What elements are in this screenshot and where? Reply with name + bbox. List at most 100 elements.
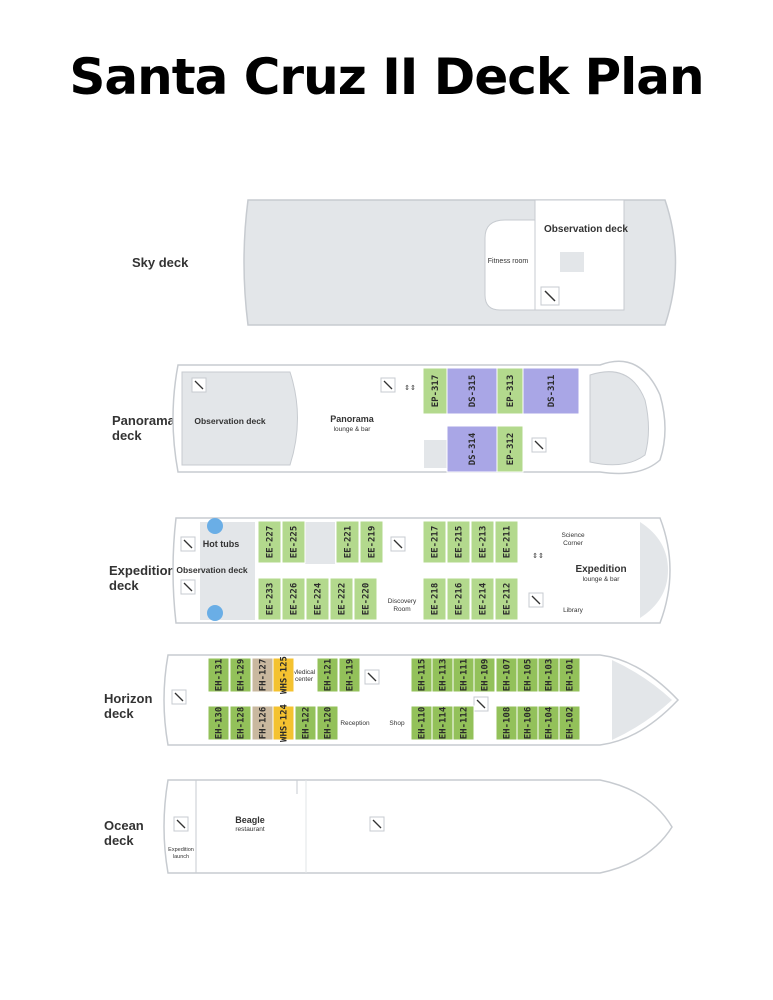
- cabin-eh-103[interactable]: EH-103: [537, 657, 560, 693]
- cabin-eh-108[interactable]: EH-108: [495, 705, 518, 741]
- cabin-eh-110[interactable]: EH-110: [410, 705, 433, 741]
- cabin-ee-225[interactable]: EE-225: [281, 520, 306, 564]
- cabin-eh-129[interactable]: EH-129: [229, 657, 252, 693]
- cabin-eh-107[interactable]: EH-107: [495, 657, 518, 693]
- expedition-observation-label: Observation deck: [176, 565, 248, 575]
- panorama-bow-area: [589, 371, 649, 466]
- cabin-eh-115[interactable]: EH-115: [410, 657, 433, 693]
- cabin-number: EH-109: [481, 659, 491, 692]
- cabin-ee-213[interactable]: EE-213: [470, 520, 495, 564]
- cabin-ds-314[interactable]: DS-314: [446, 425, 498, 473]
- science-corner-label-2: Corner: [563, 540, 584, 547]
- cabin-eh-121[interactable]: EH-121: [316, 657, 339, 693]
- cabin-ee-215[interactable]: EE-215: [446, 520, 471, 564]
- stairs-icon: [540, 286, 560, 306]
- cabin-eh-113[interactable]: EH-113: [431, 657, 454, 693]
- cabin-ee-216[interactable]: EE-216: [446, 577, 471, 621]
- cabin-ee-224[interactable]: EE-224: [305, 577, 330, 621]
- beagle-title: Beagle: [235, 815, 265, 825]
- cabin-ee-211[interactable]: EE-211: [494, 520, 519, 564]
- cabin-number: EH-106: [524, 707, 534, 740]
- cabin-eh-104[interactable]: EH-104: [537, 705, 560, 741]
- cabin-ee-212[interactable]: EE-212: [494, 577, 519, 621]
- cabin-number: EE-212: [503, 583, 513, 616]
- cabin-box: [496, 425, 524, 473]
- cabin-number: EP-317: [431, 375, 441, 408]
- cabin-eh-128[interactable]: EH-128: [229, 705, 252, 741]
- cabin-box: [316, 657, 339, 693]
- cabin-number: FH-126: [259, 707, 269, 740]
- cabin-eh-120[interactable]: EH-120: [316, 705, 339, 741]
- cabin-eh-122[interactable]: EH-122: [294, 705, 317, 741]
- cabin-number: WHS-124: [280, 703, 290, 742]
- deck-name-horizon: Horizon deck: [104, 691, 153, 721]
- cabin-eh-119[interactable]: EH-119: [338, 657, 361, 693]
- stairs-icon: [473, 696, 489, 712]
- cabin-eh-114[interactable]: EH-114: [431, 705, 454, 741]
- stairs-icon: [191, 377, 207, 393]
- panorama-lounge-title: Panorama: [330, 414, 375, 424]
- stairs-icon: [528, 592, 544, 608]
- cabin-box: [207, 705, 230, 741]
- cabin-box: [494, 520, 519, 564]
- cabin-box: [272, 705, 295, 741]
- cabin-ds-311[interactable]: DS-311: [522, 367, 580, 415]
- expedition-aft-area[interactable]: [200, 522, 255, 620]
- cabin-box: [353, 577, 378, 621]
- cabin-number: EH-120: [324, 707, 334, 740]
- cabin-number: WHS-125: [280, 656, 290, 694]
- cabin-number: EH-129: [237, 659, 247, 692]
- cabin-ep-317[interactable]: EP-317: [422, 367, 448, 415]
- cabin-number: EH-114: [439, 706, 449, 739]
- cabin-box: [316, 705, 339, 741]
- cabin-box: [257, 577, 282, 621]
- cabin-number: EH-112: [460, 707, 470, 740]
- cabin-box: [229, 657, 252, 693]
- cabin-number: EE-224: [314, 582, 324, 615]
- stairs-icon: [171, 689, 187, 705]
- cabin-ee-220[interactable]: EE-220: [353, 577, 378, 621]
- cabin-ee-222[interactable]: EE-222: [329, 577, 354, 621]
- cabin-ee-221[interactable]: EE-221: [335, 520, 360, 564]
- cabin-ee-217[interactable]: EE-217: [422, 520, 447, 564]
- cabin-ee-226[interactable]: EE-226: [281, 577, 306, 621]
- cabin-fh-127[interactable]: FH-127: [251, 657, 274, 693]
- cabin-ee-227[interactable]: EE-227: [257, 520, 282, 564]
- cabin-number: DS-315: [468, 375, 478, 408]
- cabin-ds-315[interactable]: DS-315: [446, 367, 498, 415]
- elevator-icon: ⇕⇕: [404, 384, 416, 392]
- cabin-eh-112[interactable]: EH-112: [452, 705, 475, 741]
- panorama-observation-area[interactable]: [181, 371, 298, 466]
- cabin-eh-130[interactable]: EH-130: [207, 705, 230, 741]
- cabin-box: [272, 657, 295, 693]
- cabin-ee-233[interactable]: EE-233: [257, 577, 282, 621]
- cabin-ep-312[interactable]: EP-312: [496, 425, 524, 473]
- cabin-number: EP-312: [506, 433, 516, 466]
- cabin-box: [207, 657, 230, 693]
- cabin-eh-105[interactable]: EH-105: [516, 657, 539, 693]
- cabin-fh-126[interactable]: FH-126: [251, 705, 274, 741]
- cabin-box: [281, 577, 306, 621]
- cabin-ee-218[interactable]: EE-218: [422, 577, 447, 621]
- cabin-whs-124[interactable]: WHS-124: [272, 703, 295, 742]
- hot-tub-top: [207, 518, 223, 534]
- cabin-number: EE-225: [290, 526, 300, 559]
- cabin-ee-219[interactable]: EE-219: [359, 520, 384, 564]
- cabin-ee-214[interactable]: EE-214: [470, 577, 495, 621]
- cabin-eh-102[interactable]: EH-102: [558, 705, 581, 741]
- cabin-eh-106[interactable]: EH-106: [516, 705, 539, 741]
- stairs-icon: [390, 536, 406, 552]
- cabin-number: EE-219: [368, 526, 378, 559]
- cabin-box: [229, 705, 252, 741]
- cabin-eh-101[interactable]: EH-101: [558, 657, 581, 693]
- cabin-eh-111[interactable]: EH-111: [452, 657, 475, 693]
- cabin-whs-125[interactable]: WHS-125: [272, 656, 295, 694]
- cabin-eh-109[interactable]: EH-109: [473, 657, 496, 693]
- cabin-number: EE-221: [344, 526, 354, 559]
- cabin-number: EH-104: [545, 706, 555, 739]
- cabin-eh-131[interactable]: EH-131: [207, 657, 230, 693]
- cabin-ep-313[interactable]: EP-313: [496, 367, 524, 415]
- panorama-deck: Observation deck Panorama lounge & bar ⇕…: [172, 360, 666, 475]
- fitness-room[interactable]: [484, 219, 536, 311]
